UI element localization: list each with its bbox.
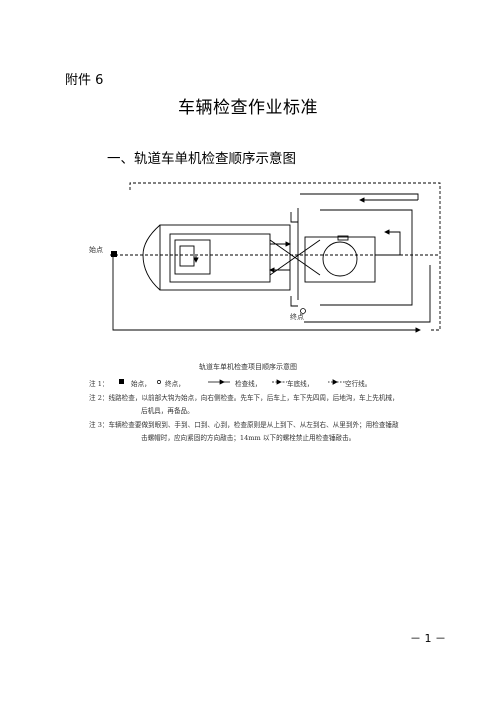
legend-under: 车底线， (287, 380, 314, 388)
coupler-icon (337, 235, 349, 241)
diagram-caption: 轨道车单机检查项目顺序示意图 (199, 363, 297, 371)
note-2-line-2: 后机具，再备品。 (141, 407, 194, 415)
empty-travel-route (110, 182, 441, 331)
legend-empty: 空行线。 (345, 380, 372, 388)
attachment-label: 附件 6 (65, 73, 104, 88)
end-point-marker (300, 308, 306, 314)
document-title: 车辆检查作业标准 (178, 98, 318, 118)
note-1: 注 1： (89, 378, 108, 388)
legend-end: 终点， (165, 380, 185, 388)
start-point-label: 始点 (89, 245, 103, 254)
vehicle-body (142, 224, 291, 291)
legend-check: 检查线， (235, 380, 262, 388)
section-title: 一、轨道车单机检查顺序示意图 (107, 151, 296, 167)
wheel-icon (322, 241, 358, 277)
note-2-line-1: 注 2：线路检查，以前部大钩为始点，向右侧检查。先车下，后车上，车下先四周，后地… (89, 394, 399, 402)
note-3-line-1: 注 3：车辆检查要做到眼到、手到、口到、心到，检查原则是从上到下、从左到右、从里… (89, 421, 399, 429)
page-number: － 1 － (410, 632, 446, 645)
vehicle-cab (269, 208, 413, 307)
legend-start: 始点， (131, 380, 151, 388)
outer-check-route (112, 193, 431, 333)
note-3-line-2: 击螺帽时，应向紧固的方向敲击；14mm 以下的螺栓禁止用检查锤敲击。 (141, 434, 356, 442)
end-point-label: 终点 (290, 312, 304, 321)
start-point-marker (111, 251, 117, 257)
note-1-prefix: 注 1： (89, 380, 109, 388)
